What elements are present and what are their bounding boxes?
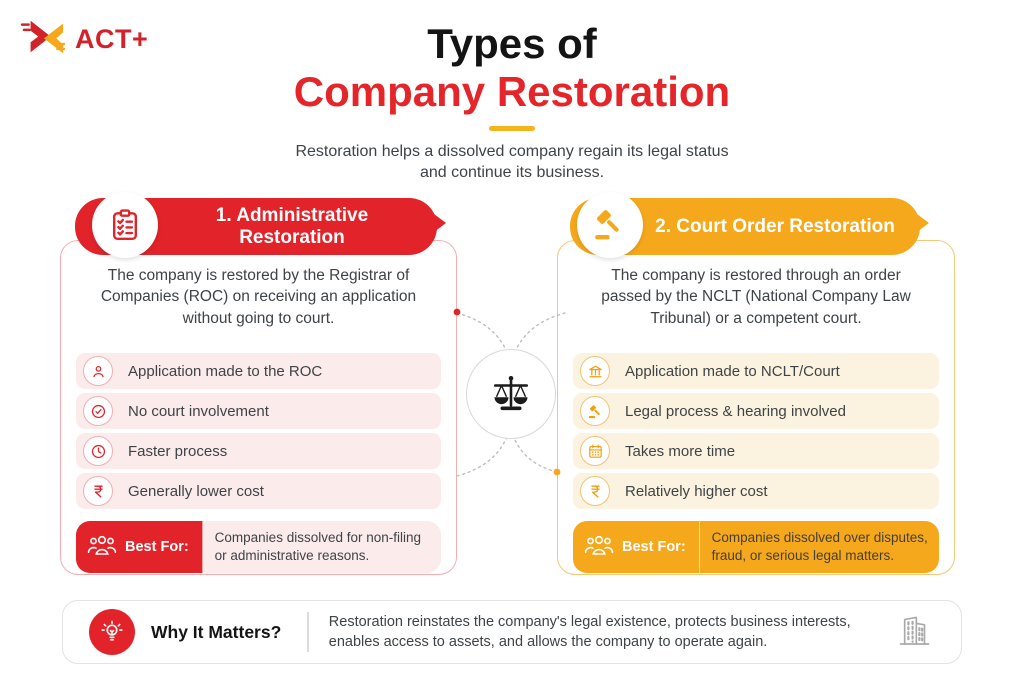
best-for-bar: Best For: Companies dissolved over dispu… [573, 521, 939, 573]
page-title-line1: Types of [427, 20, 597, 67]
brand-logo-text: ACT+ [75, 24, 149, 54]
feature-row: Application made to NCLT/Court [573, 353, 939, 389]
card-court-order-restoration: The company is restored through an order… [557, 240, 955, 575]
feature-row: Takes more time [573, 433, 939, 469]
person-icon [83, 356, 113, 386]
card-description: The company is restored by the Registrar… [100, 267, 417, 327]
act-plus-logo-mark-icon [20, 16, 66, 63]
feature-label: Application made to the ROC [128, 362, 323, 380]
page-subtitle: Restoration helps a dissolved company re… [0, 141, 1024, 184]
red-connector-dot [453, 308, 461, 316]
feature-label: Relatively higher cost [625, 482, 768, 500]
feature-row: Generally lower cost [76, 473, 441, 509]
feature-label: Legal process & hearing involved [625, 402, 846, 420]
feature-row: Faster process [76, 433, 441, 469]
card-description: The company is restored through an order… [601, 267, 911, 327]
feature-label: Takes more time [625, 442, 736, 460]
feature-row: No court involvement [76, 393, 441, 429]
best-for-label: Best For: [125, 539, 189, 555]
card-administrative-restoration: The company is restored by the Registrar… [60, 240, 457, 575]
gavel-icon [577, 192, 643, 258]
best-for-badge: Best For: [76, 521, 202, 573]
footer-text: Restoration reinstates the company's leg… [328, 613, 851, 650]
clipboard-checklist-icon [92, 192, 158, 258]
feature-row: Legal process & hearing involved [573, 393, 939, 429]
best-for-label: Best For: [622, 539, 686, 555]
feature-label: Generally lower cost [128, 482, 264, 500]
footer-divider [307, 612, 309, 652]
feature-label: Application made to NCLT/Court [625, 362, 840, 380]
rupee-icon [83, 476, 113, 506]
best-for-text: Companies dissolved for non-filing or ad… [201, 521, 441, 573]
scales-of-justice-icon [466, 349, 556, 439]
bank-icon [580, 356, 610, 386]
card-title: 1. Administrative Restoration [215, 204, 369, 248]
feature-row: Application made to the ROC [76, 353, 441, 389]
office-building-icon [893, 610, 935, 655]
subtitle-line1: Restoration helps a dissolved company re… [295, 142, 729, 160]
footer-title: Why It Matters? [151, 621, 282, 642]
best-for-text: Companies dissolved over disputes, fraud… [698, 521, 939, 573]
gavel-icon [580, 396, 610, 426]
why-it-matters-bar: Why It Matters? Restoration reinstates t… [62, 600, 962, 664]
card-header-administrative: 1. Administrative Restoration [75, 192, 446, 258]
calendar-icon [580, 436, 610, 466]
check-circle-icon [83, 396, 113, 426]
lightbulb-icon [89, 609, 135, 655]
clock-icon [83, 436, 113, 466]
connector-lines [453, 308, 566, 477]
feature-row: Relatively higher cost [573, 473, 939, 509]
people-group-icon [584, 533, 614, 562]
card-title: 2. Court Order Restoration [655, 215, 895, 237]
brand-logo: ACT+ [20, 16, 148, 63]
people-group-icon [87, 533, 117, 562]
best-for-badge: Best For: [573, 521, 699, 573]
page-title-line2: Company Restoration [293, 68, 731, 116]
feature-list: Application made to the ROC No court inv… [76, 353, 441, 513]
feature-label: No court involvement [128, 402, 269, 420]
feature-list: Application made to NCLT/Court Legal pro… [573, 353, 939, 513]
subtitle-line2: and continue its business. [419, 164, 605, 182]
header: Types of Company Restoration Restoration… [0, 20, 1024, 184]
feature-label: Faster process [128, 442, 228, 460]
rupee-icon [580, 476, 610, 506]
orange-connector-dot [553, 468, 561, 476]
title-underline [489, 125, 535, 131]
card-header-court-order: 2. Court Order Restoration [570, 192, 929, 258]
best-for-bar: Best For: Companies dissolved for non-fi… [76, 521, 441, 573]
